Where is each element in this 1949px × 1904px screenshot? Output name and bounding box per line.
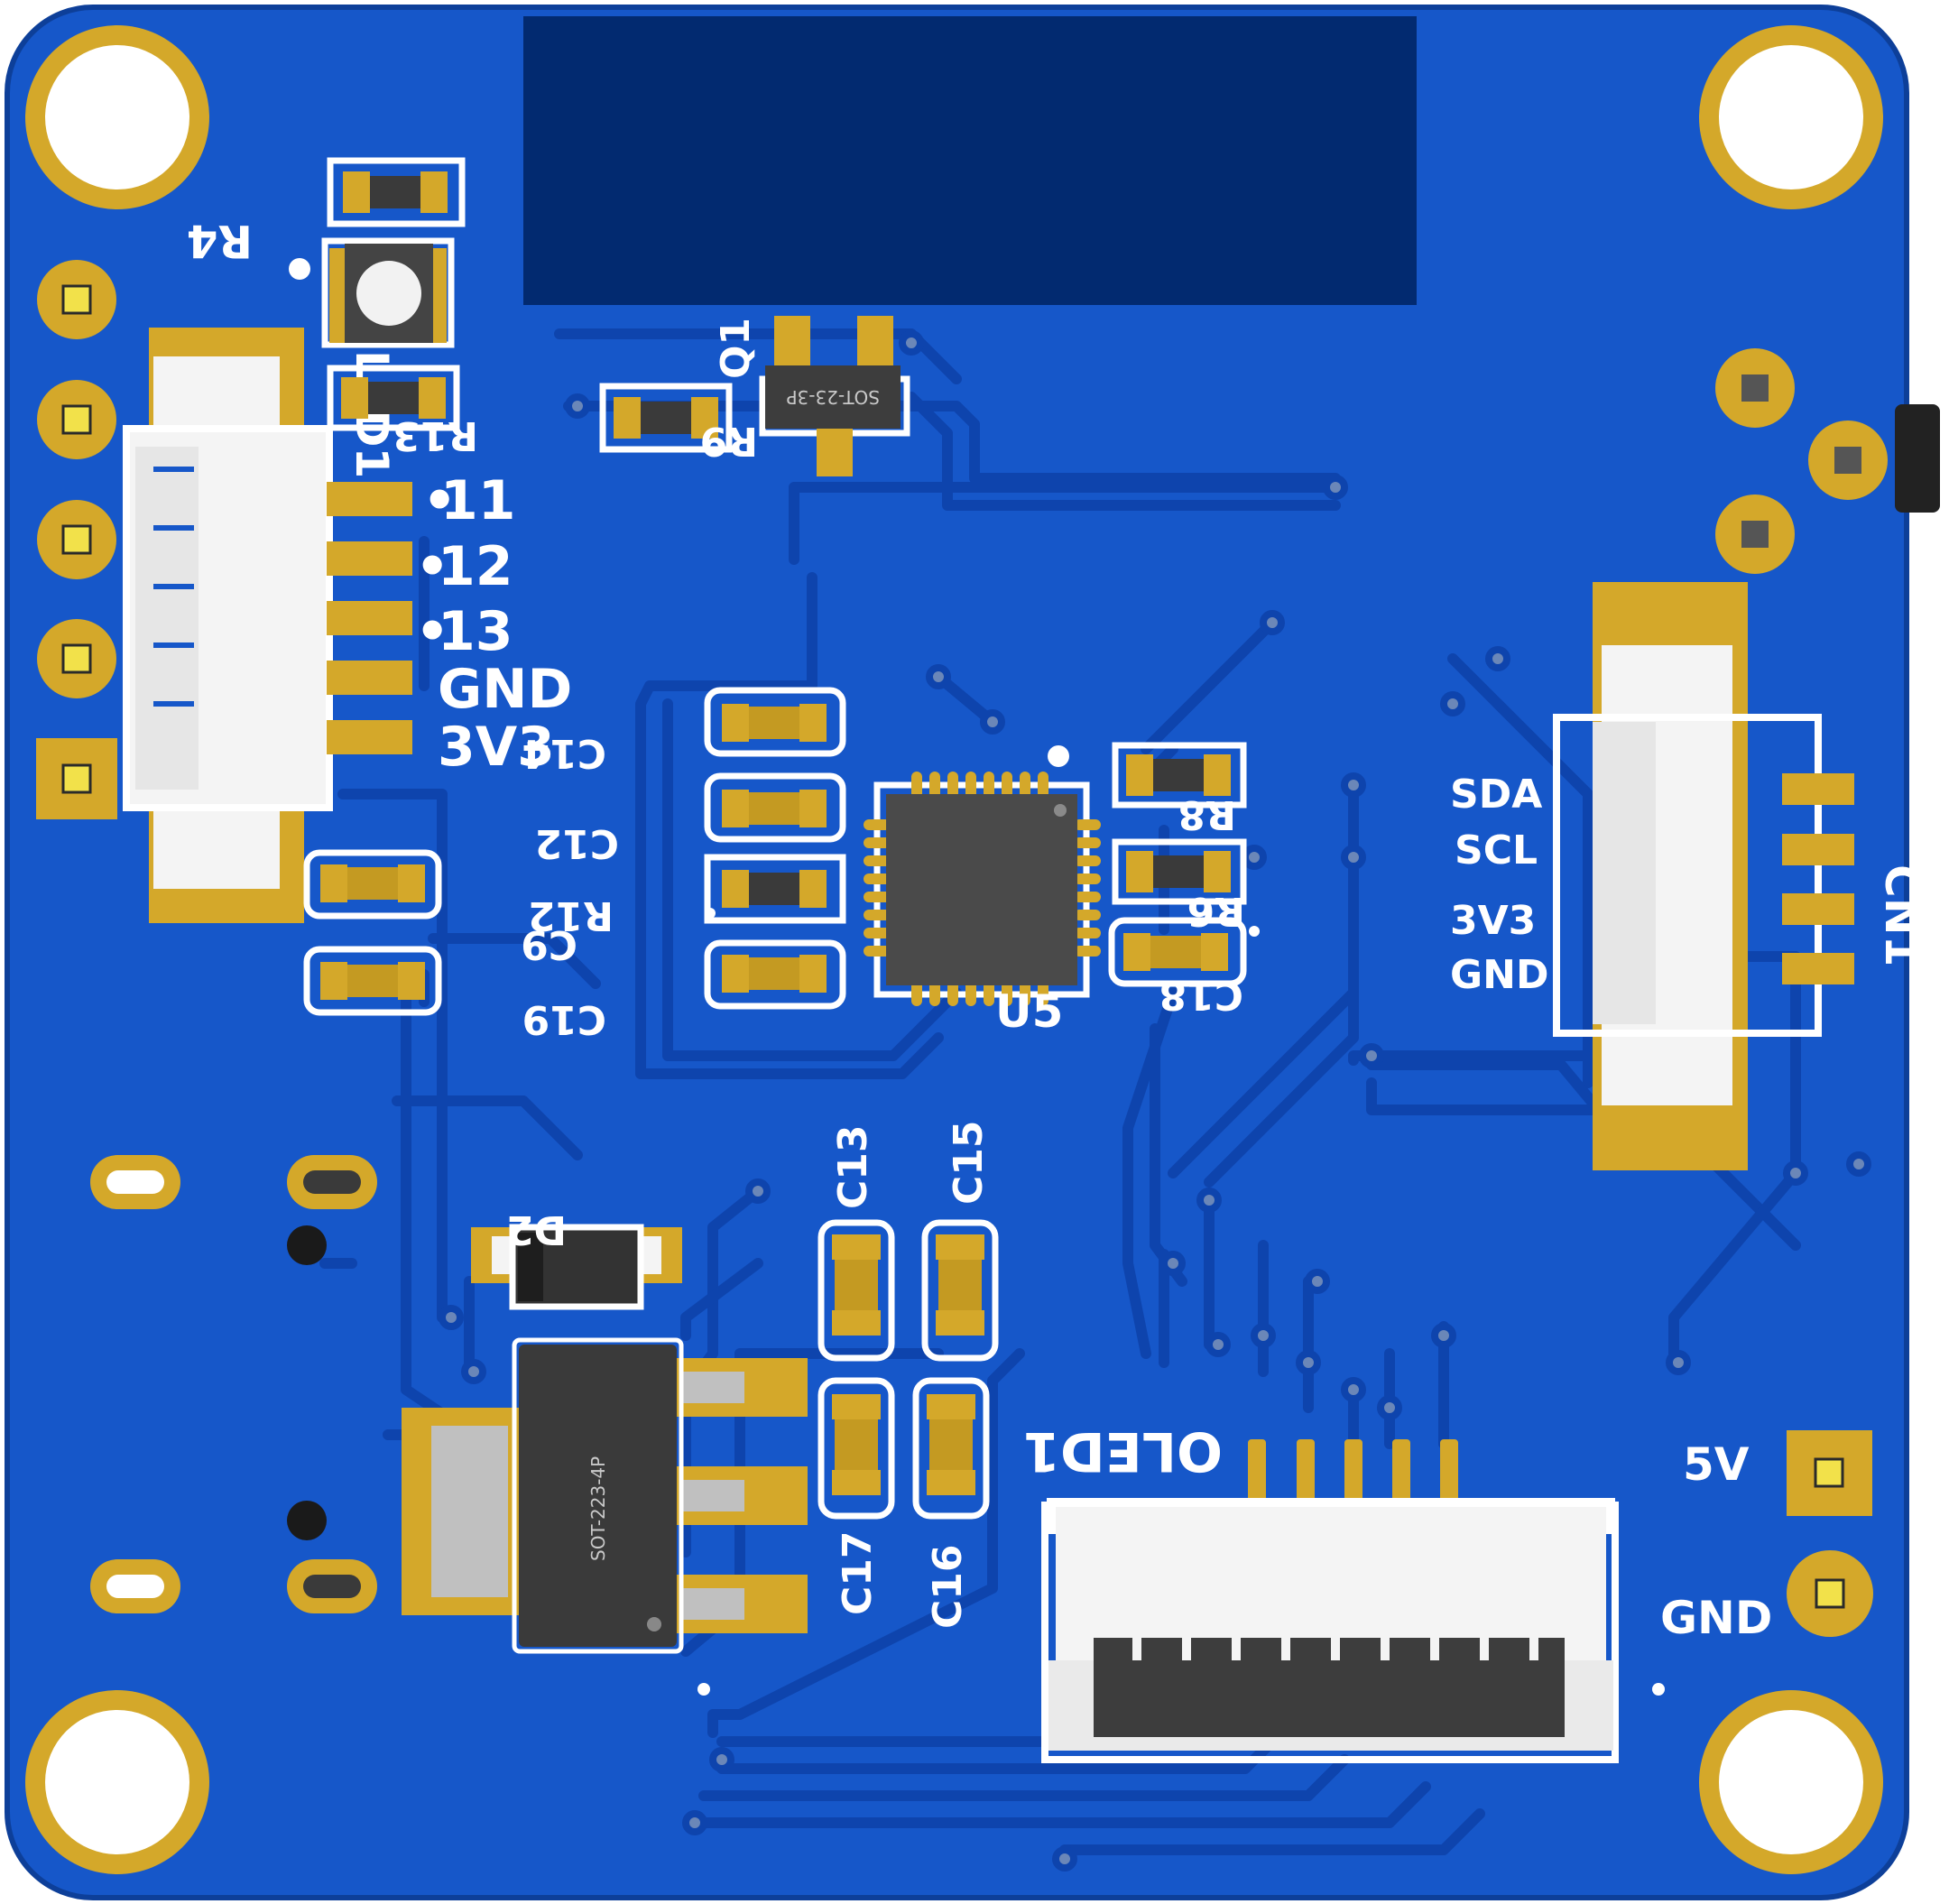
left-header-pins: [36, 260, 117, 819]
diode-d2: D2: [471, 1206, 682, 1310]
ref-r6: R6: [1187, 888, 1246, 934]
i2c-label-scl: SCL: [1455, 827, 1538, 873]
ref-c12: C12: [534, 820, 619, 866]
pad-label-5v: 5V: [1683, 1438, 1750, 1491]
vias: [439, 330, 1871, 1872]
label-pin-12: 12: [438, 535, 513, 598]
label-pin-gnd: GND: [438, 658, 572, 721]
ref-r9: R9: [700, 418, 759, 464]
ref-r4: R4: [187, 215, 253, 267]
connector-oled1: OLED1: [1022, 1419, 1619, 1763]
pad-label-gnd: GND: [1660, 1592, 1772, 1644]
ref-u5: U5: [995, 985, 1063, 1038]
regulator-sot223: SOT-223-4P: [402, 1337, 808, 1654]
resistor-r9: R9: [599, 383, 759, 464]
capacitor-pair-left: [303, 849, 442, 1016]
ref-c13: C13: [830, 1124, 876, 1209]
ref-c16: C16: [925, 1544, 971, 1629]
ref-c15: C15: [946, 1120, 992, 1205]
transistor-q1: SOT-23-3P Q1: [713, 316, 910, 476]
ref-q1: Q1: [713, 318, 759, 379]
q1-package-label: SOT-23-3P: [787, 386, 881, 408]
resistor-r4: R4: [187, 157, 466, 267]
power-pads: 5V GND: [1660, 1430, 1873, 1644]
left-ref-labels: C14 C12 R12 C9 C19: [521, 730, 619, 1042]
ref-c18: C18: [1159, 972, 1243, 1018]
ref-c9: C9: [521, 921, 577, 967]
ref-cn1: CN1: [1875, 864, 1927, 966]
i2c-label-gnd: GND: [1450, 952, 1548, 998]
connector-cn1: SDA SCL 3V3 GND CN1: [1450, 582, 1927, 1170]
ref-oled1: OLED1: [1022, 1419, 1223, 1483]
led-led1: LED1: [289, 237, 455, 478]
left-jst-connector: [123, 328, 412, 923]
resistor-r13: R13: [327, 365, 478, 458]
ref-c14: C14: [522, 730, 606, 776]
capacitor-column-u5: [704, 687, 846, 1010]
sot223-package-label: SOT-223-4P: [587, 1456, 609, 1561]
i2c-label-sda: SDA: [1450, 772, 1542, 818]
dot-13: •: [415, 600, 449, 663]
label-pin-11: 11: [440, 469, 516, 532]
ref-c17: C17: [835, 1530, 881, 1615]
ref-d2: D2: [506, 1206, 567, 1252]
header-pin-labels: • 11 • 12 • 13 GND 3V3: [415, 469, 572, 779]
ref-r12: R12: [528, 892, 614, 938]
fiducials: [697, 908, 1665, 1696]
ref-r8: R8: [1178, 791, 1237, 837]
i2c-label-3v3: 3V3: [1450, 898, 1536, 944]
dot-11: •: [422, 469, 457, 532]
right-tht-pins: [1715, 348, 1940, 574]
mounting-holes: [25, 25, 1883, 1874]
ref-r13: R13: [393, 412, 478, 458]
capacitors-power: C13 C15 C17 C16: [817, 1120, 999, 1629]
label-pin-3v3: 3V3: [438, 716, 555, 779]
slot-holes: [90, 1155, 377, 1613]
antenna-keepout: [523, 16, 1417, 305]
resistors-right-u5: R8 R6 C18: [1108, 742, 1247, 1018]
dot-12: •: [415, 535, 449, 598]
ref-c19: C19: [522, 996, 606, 1042]
label-pin-13: 13: [438, 600, 513, 663]
ic-u5: U5: [864, 745, 1101, 1038]
